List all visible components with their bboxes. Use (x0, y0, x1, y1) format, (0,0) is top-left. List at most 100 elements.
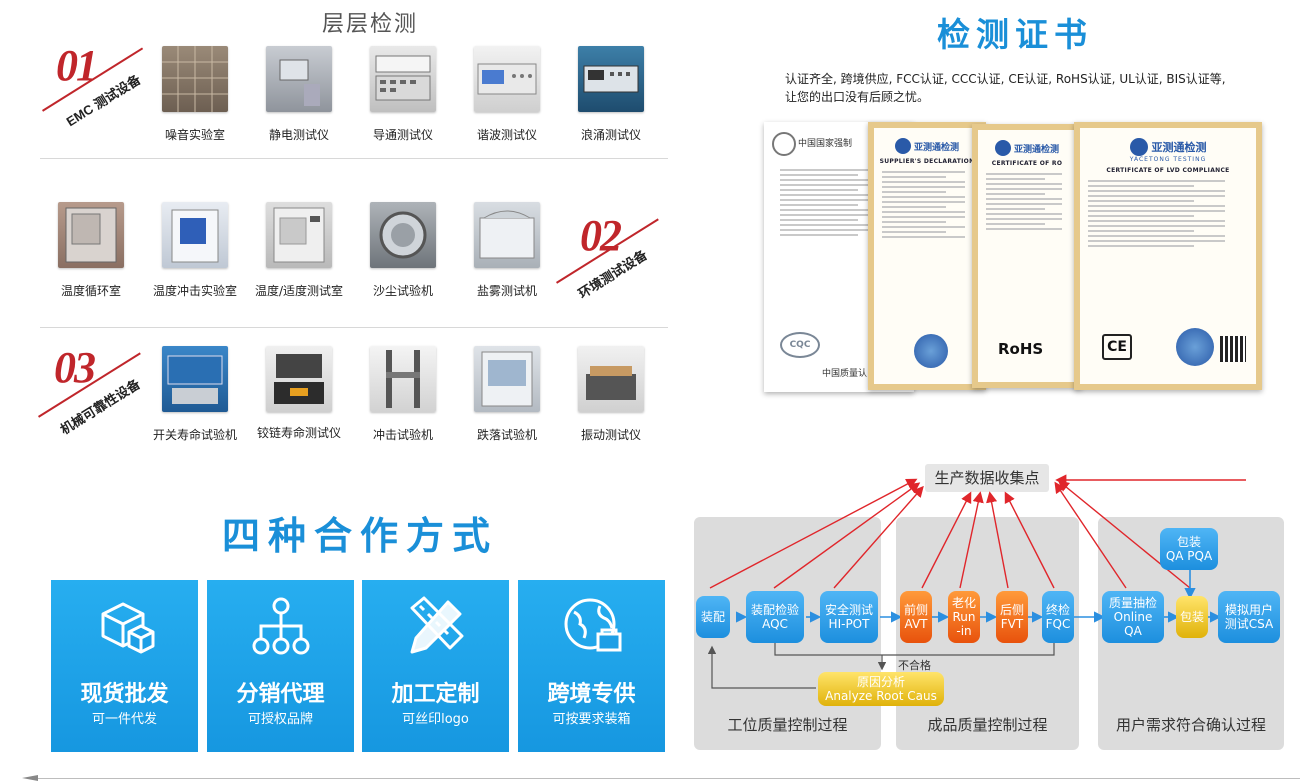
equipment-label: 开关寿命试验机 (152, 428, 237, 442)
node-label: HI-POT (828, 617, 870, 631)
rohs-certificate: 亚测通检测 CERTIFICATE OF RO RoHS (972, 124, 1082, 388)
process-panel-label: 用户需求符合确认过程 (1115, 716, 1266, 734)
node-label: AVT (904, 617, 928, 631)
node-label: 质量抽检 (1108, 596, 1157, 610)
divider (40, 327, 668, 328)
equipment-label: 温度/适度测试室 (254, 284, 344, 298)
equipment-label: 温度循环室 (60, 284, 121, 298)
fcc-certificate: 亚测通检测 SUPPLIER'S DECLARATION (868, 122, 986, 390)
equipment-label: 冲击试验机 (372, 428, 433, 442)
equipment-photo (58, 202, 124, 268)
equipment-photo (162, 46, 228, 112)
equipment-photo (578, 346, 644, 412)
brand-logo-icon (1129, 138, 1148, 156)
arrow-left-icon (22, 775, 38, 781)
brand-subname: YACETONG TESTING (1129, 156, 1207, 163)
data-collection-node: 生产数据收集点 (925, 464, 1049, 492)
badge-environment: 02 环境测试设备 (556, 200, 680, 301)
seal-icon (1176, 328, 1214, 366)
coop-card-title: 分销代理 (236, 682, 325, 707)
equipment-photo (266, 46, 332, 112)
equipment-photo (266, 346, 332, 412)
flow-arrows (707, 474, 1246, 689)
certificate-heading: CERTIFICATE OF LVD COMPLIANCE (1106, 167, 1230, 174)
equipment-label: 盐雾测试机 (476, 284, 537, 298)
equipment-label: 沙尘试验机 (372, 284, 433, 298)
badge-number: 02 (580, 211, 622, 260)
pencil-ruler-icon (410, 596, 464, 654)
certificates-desc-line: 让您的出口没有后顾之忧。 (785, 90, 930, 104)
equipment-photo (162, 202, 228, 268)
coop-card-subtitle: 可丝印logo (402, 712, 469, 727)
cqc-logo-icon: CQC (780, 332, 820, 358)
node-label: QA PQA (1165, 549, 1213, 563)
equipment-photo (474, 346, 540, 412)
node-label: 测试CSA (1224, 617, 1274, 631)
coop-card-distribution[interactable]: 分销代理 可授权品牌 (207, 580, 354, 752)
equipment-photo (162, 346, 228, 412)
node-csa: 模拟用户测试CSA (1218, 591, 1280, 643)
ccc-logo (772, 132, 796, 156)
fail-label: 不合格 (898, 659, 931, 672)
equipment-photo (370, 346, 436, 412)
seal-icon (914, 334, 948, 368)
node-label: 后侧 (999, 603, 1024, 617)
certificate-heading: SUPPLIER'S DECLARATION (879, 158, 975, 165)
equipment-label: 跌落试验机 (476, 428, 537, 442)
coop-card-subtitle: 可授权品牌 (247, 712, 313, 727)
node-label: 装配检验 (750, 603, 799, 617)
process-panel-label: 工位质量控制过程 (727, 716, 848, 734)
node-label: Analyze Root Caus (825, 689, 937, 703)
node-label: AQC (762, 617, 788, 631)
coop-card-crossborder[interactable]: 跨境专供 可按要求装箱 (518, 580, 665, 752)
brand-name: 亚测通检测 (1013, 144, 1059, 155)
coop-card-wholesale[interactable]: 现货批发 可一件代发 (51, 580, 198, 752)
node-label: -in (956, 624, 972, 638)
node-label: FVT (1000, 617, 1024, 631)
node-pack: 包装 (1176, 596, 1208, 638)
box-icon (101, 602, 155, 654)
node-label: 老化 (951, 596, 976, 610)
coop-card-title: 加工定制 (391, 682, 480, 707)
ccc-issuer: 中国国家强制 (798, 139, 853, 149)
globe-icon (564, 598, 622, 652)
qr-code-icon (1220, 336, 1246, 362)
testing-section-title: 层层检测 (321, 12, 418, 37)
brand-logo-icon (994, 140, 1011, 156)
ce-mark: CE (1102, 334, 1132, 360)
node-label: 模拟用户 (1224, 603, 1273, 617)
certificates-title: 检测证书 (937, 15, 1093, 54)
equipment-label: 振动测试仪 (580, 428, 641, 442)
node-label: 包装 (1179, 610, 1204, 624)
lvd-certificate: 亚测通检测 YACETONG TESTING CERTIFICATE OF LV… (1074, 122, 1262, 390)
equipment-label: 导通测试仪 (372, 128, 433, 142)
node-label: FQC (1045, 617, 1071, 631)
brand-name: 亚测通检测 (913, 142, 959, 153)
equipment-photo (474, 202, 540, 268)
equipment-photo (370, 46, 436, 112)
node-label: 终检 (1045, 603, 1070, 617)
badge-number: 03 (54, 343, 96, 392)
certificates-desc-line: 认证齐全, 跨境供应, FCC认证, CCC认证, CE认证, RoHS认证, … (785, 72, 1226, 86)
node-label: 装配 (700, 610, 725, 624)
equipment-label: 静电测试仪 (268, 128, 329, 142)
cooperation-title: 四种合作方式 (221, 514, 498, 558)
coop-card-custom[interactable]: 加工定制 可丝印logo (362, 580, 509, 752)
certificates-description: 认证齐全, 跨境供应, FCC认证, CCC认证, CE认证, RoHS认证, … (785, 70, 1265, 106)
equipment-label: 噪音实验室 (164, 128, 225, 142)
node-label: 安全测试 (824, 603, 873, 617)
equipment-photo (370, 202, 436, 268)
brand-name: 亚测通检测 (1151, 141, 1207, 154)
equipment-label: 温度冲击实验室 (152, 284, 237, 298)
equipment-label: 铰链寿命测试仪 (256, 426, 341, 440)
badge-mechanical: 03 机械可靠性设备 (38, 340, 160, 440)
